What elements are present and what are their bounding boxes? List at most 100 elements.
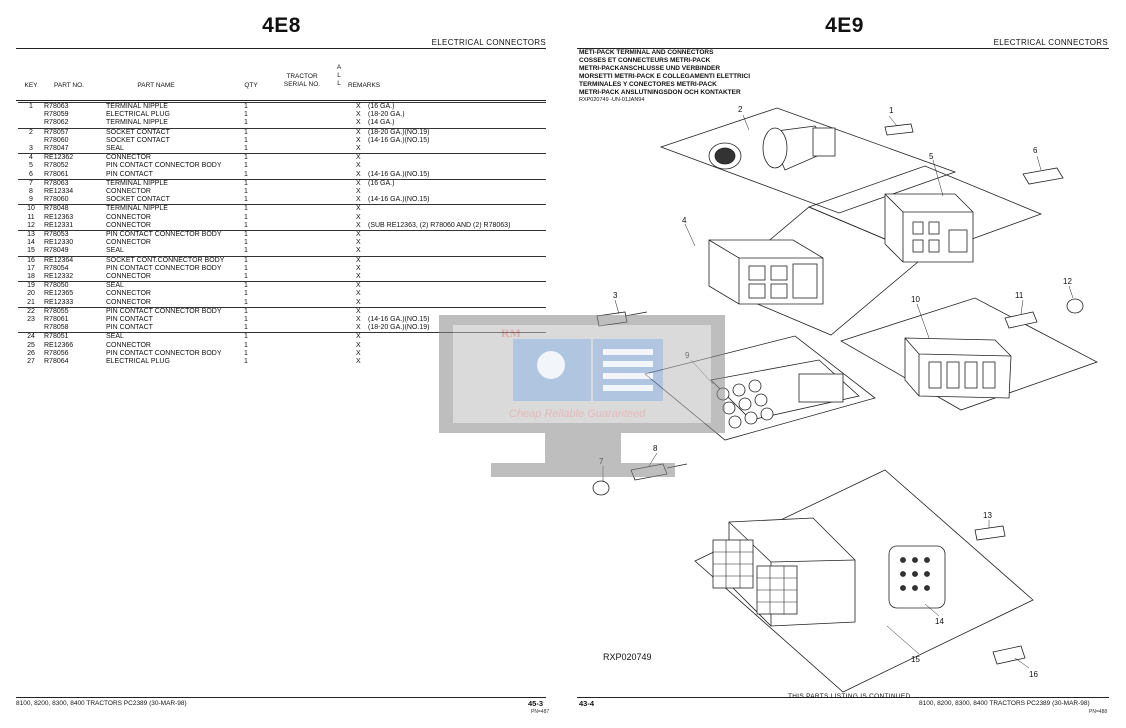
cell-qty: 1 <box>244 188 248 196</box>
cell-part-name: PIN CONTACT CONNECTOR BODY <box>106 349 222 357</box>
callout-2: 2 <box>738 105 743 114</box>
cell-qty: 1 <box>244 102 276 112</box>
callout-7: 7 <box>599 457 604 466</box>
cell-remarks <box>368 204 546 214</box>
cell-remarks: (SUB RE12363, (2) R78060 AND (2) R78063) <box>368 221 511 229</box>
cell-part-no: R78053 <box>44 230 106 240</box>
cell-serial <box>276 281 356 291</box>
cell-all: X <box>356 264 361 272</box>
callout-16: 16 <box>1029 670 1038 679</box>
cell-part-no: R78062 <box>44 119 69 127</box>
illustration-id: RXP020749 -UN-01JAN94 <box>579 97 645 103</box>
cell-all: X <box>356 290 361 298</box>
cell-qty: 1 <box>244 247 248 255</box>
cell-part-no: RE12332 <box>44 273 74 281</box>
cell-part-name: SOCKET CONT.CONNECTOR BODY <box>106 255 244 265</box>
callout-14: 14 <box>935 617 944 626</box>
col-part-no: PART NO. <box>54 82 84 89</box>
cell-part-name: SEAL <box>106 145 124 153</box>
part-9-plug <box>710 359 860 429</box>
cell-part-name: SOCKET CONTACT <box>106 127 244 137</box>
cell-all: X <box>356 281 368 291</box>
cell-all: X <box>356 204 368 214</box>
cell-part-no: R78064 <box>44 358 69 366</box>
cell-part-no: R78061 <box>44 316 69 324</box>
cell-key: 26 <box>27 349 35 357</box>
cell-all: X <box>356 298 361 306</box>
cell-remarks: (14-16 GA.)(NO.15) <box>368 170 430 178</box>
callout-9: 9 <box>685 351 690 360</box>
cell-key: 10 <box>18 204 44 214</box>
section-header: ELECTRICAL CONNECTORS <box>993 38 1108 47</box>
cell-key: 6 <box>29 170 33 178</box>
cell-qty: 1 <box>244 273 248 281</box>
cell-key: 3 <box>29 145 33 153</box>
cell-all: X <box>356 102 368 112</box>
cell-all: X <box>356 316 361 324</box>
cell-serial <box>276 255 356 265</box>
callout-15: 15 <box>911 655 920 664</box>
cell-qty: 1 <box>244 221 248 229</box>
cell-qty: 1 <box>244 230 276 240</box>
cell-part-name: SEAL <box>106 332 244 342</box>
col-key: KEY <box>24 82 38 89</box>
cell-qty: 1 <box>244 332 276 342</box>
page-title: 4E9 <box>825 14 864 37</box>
cell-qty: 1 <box>244 204 276 214</box>
cell-serial <box>276 188 356 196</box>
cell-part-no: R78063 <box>44 102 106 112</box>
cell-qty: 1 <box>244 358 248 366</box>
col-all: A L L <box>333 64 345 88</box>
cell-part-name: CONNECTOR <box>106 239 151 247</box>
cell-qty: 1 <box>244 136 248 144</box>
cell-part-no: R78058 <box>44 324 69 332</box>
cell-remarks: (14-16 GA.)(NO.15) <box>368 316 430 324</box>
cell-key: 9 <box>29 196 33 204</box>
cell-serial <box>276 137 356 145</box>
cell-part-no: R78051 <box>44 332 106 342</box>
cell-part-no: RE12363 <box>44 213 74 221</box>
cell-key: 5 <box>29 162 33 170</box>
cell-qty: 1 <box>244 341 248 349</box>
cell-part-name: SOCKET CONTACT <box>106 196 170 204</box>
col-part-name: PART NAME <box>137 82 175 89</box>
cell-key: 27 <box>27 358 35 366</box>
cell-part-no: RE12330 <box>44 239 74 247</box>
cell-part-no: RE12366 <box>44 341 74 349</box>
cell-part-name: PIN CONTACT CONNECTOR BODY <box>106 264 222 272</box>
part-12-seal <box>1066 298 1084 314</box>
callout-10: 10 <box>911 295 920 304</box>
cell-part-name: TERMINAL NIPPLE <box>106 178 244 189</box>
cell-key <box>18 119 44 128</box>
cell-qty: 1 <box>244 281 276 291</box>
callout-13: 13 <box>983 511 992 520</box>
cell-all: X <box>356 255 368 265</box>
cell-key: 1 <box>18 102 44 112</box>
cell-qty: 1 <box>244 349 248 357</box>
illustration-label: RXP020749 <box>603 652 652 662</box>
header-rule <box>16 48 546 49</box>
cell-remarks <box>368 306 546 317</box>
cell-serial <box>276 239 356 247</box>
cell-qty: 1 <box>244 298 248 306</box>
cell-key: 16 <box>18 255 44 265</box>
part-7-seal <box>592 480 610 496</box>
cell-remarks <box>368 247 546 256</box>
cell-part-no: R78061 <box>44 170 69 178</box>
cell-qty: 1 <box>244 255 276 265</box>
cell-part-no: RE12365 <box>44 290 74 298</box>
cell-key: 17 <box>27 264 35 272</box>
cell-key: 7 <box>18 178 44 189</box>
cell-all: X <box>356 349 361 357</box>
cell-remarks <box>368 265 546 273</box>
